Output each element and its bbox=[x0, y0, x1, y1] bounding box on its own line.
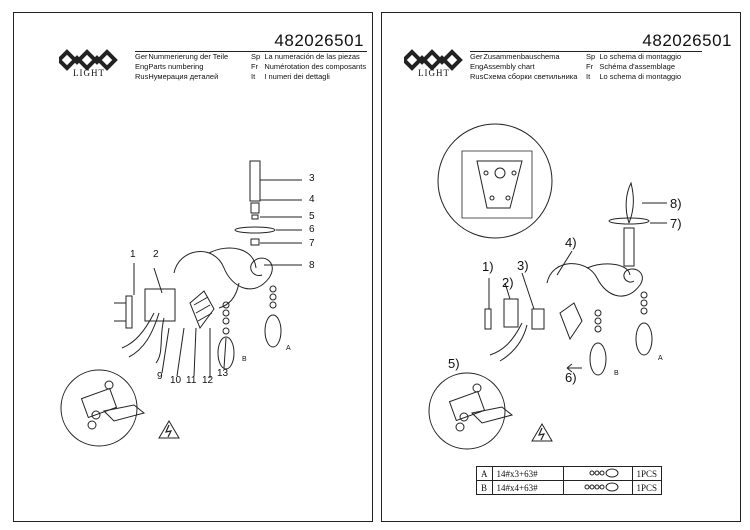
table-row: A 14#x3+63# 1PCS bbox=[476, 466, 663, 481]
assembly-drawing bbox=[428, 123, 667, 492]
brand-logo-text: LIGHT bbox=[73, 68, 105, 78]
parts-table: A 14#x3+63# 1PCS B 14#x4+63# 1PCS bbox=[476, 466, 663, 495]
product-code: 482026501 bbox=[274, 31, 364, 50]
brand-logo-text: LIGHT bbox=[418, 68, 450, 78]
product-code: 482026501 bbox=[642, 31, 732, 50]
parts-drawing bbox=[60, 160, 302, 447]
table-row: B 14#x4+63# 1PCS bbox=[476, 480, 663, 495]
brand-logo-icon bbox=[404, 49, 463, 71]
brand-logo-icon bbox=[59, 49, 118, 71]
